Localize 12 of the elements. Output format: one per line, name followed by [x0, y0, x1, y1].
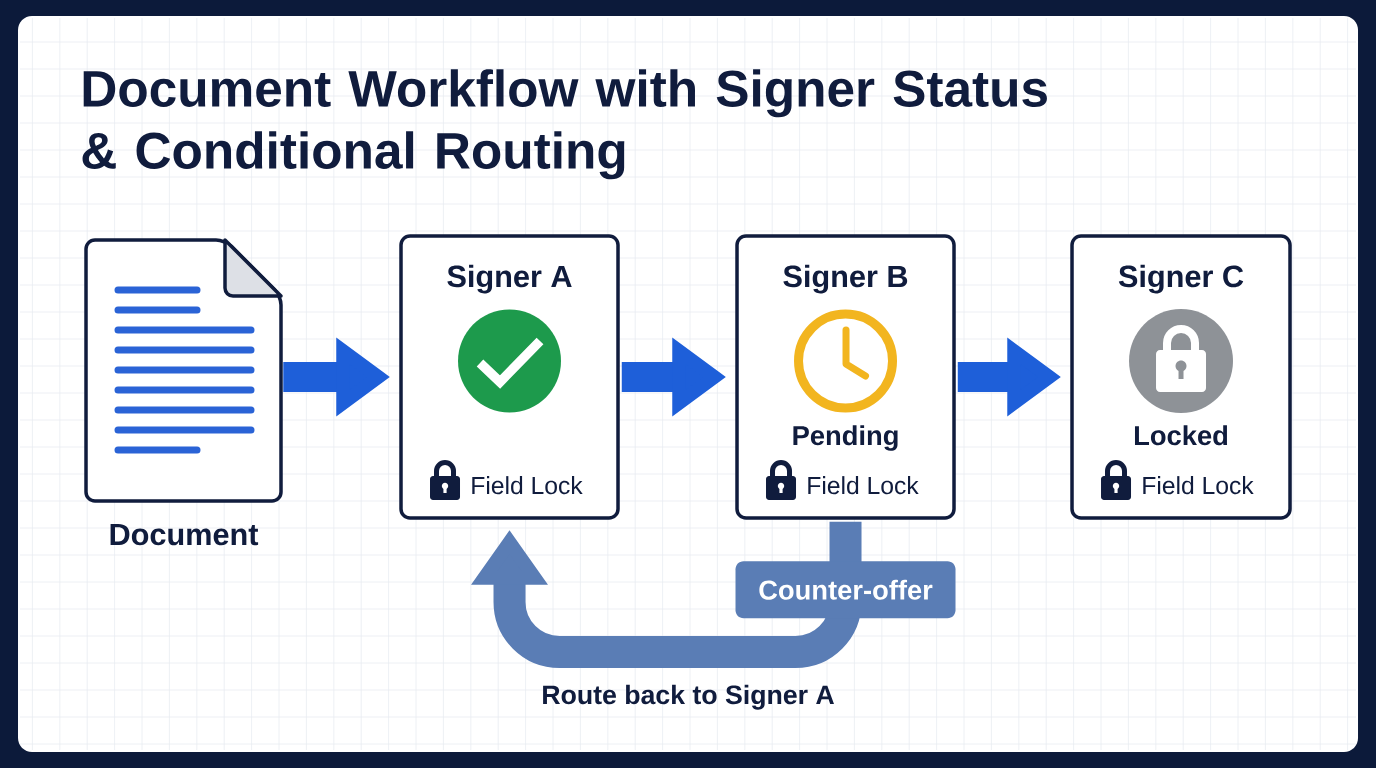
node-label: Document — [110, 523, 259, 546]
edge-label: Counter-offer — [735, 561, 956, 619]
card-title: Signer C — [1118, 264, 1244, 294]
title: Document Workflow with Signer Status & Conditional Routing — [82, 69, 1047, 180]
card-title: Signer A — [447, 264, 572, 294]
lock-label: Field Lock — [1143, 476, 1254, 495]
status-text: Pending — [793, 425, 898, 451]
lock-label: Field Lock — [808, 476, 919, 495]
annotation: Route back to Signer A — [543, 684, 834, 710]
lock-label: Field Lock — [472, 476, 583, 495]
status-text: Locked — [1135, 425, 1228, 446]
card-title: Signer B — [783, 264, 908, 294]
